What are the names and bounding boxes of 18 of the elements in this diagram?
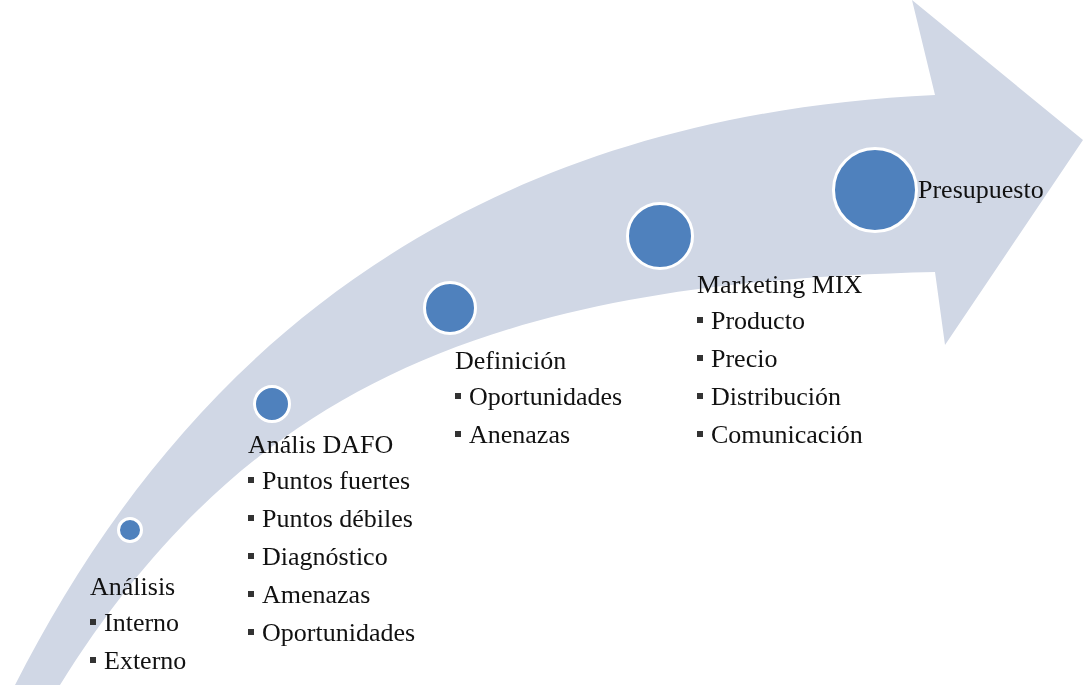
list-item: Puntos débiles [262,504,413,533]
list-item: Externo [104,646,187,675]
list-item: Amenazas [262,580,371,609]
step-heading: Análisis [90,571,177,603]
list-item: Oportunidades [262,618,416,647]
step-heading: Marketing MIX [697,269,863,301]
list-item: Interno [104,608,180,637]
list-item: Oportunidades [469,382,623,411]
list-item: Producto [711,306,805,335]
list-item: Anenazas [469,420,571,449]
step-heading: Definición [455,345,568,377]
list-item: Diagnóstico [262,542,388,571]
list-item: Comunicación [711,420,863,449]
list-item: Puntos fuertes [262,466,411,495]
list-item: Distribución [711,382,841,411]
step-heading: Anális DAFO [248,429,395,461]
list-item: Precio [711,344,778,373]
step-heading: Presupuesto [918,174,1044,206]
